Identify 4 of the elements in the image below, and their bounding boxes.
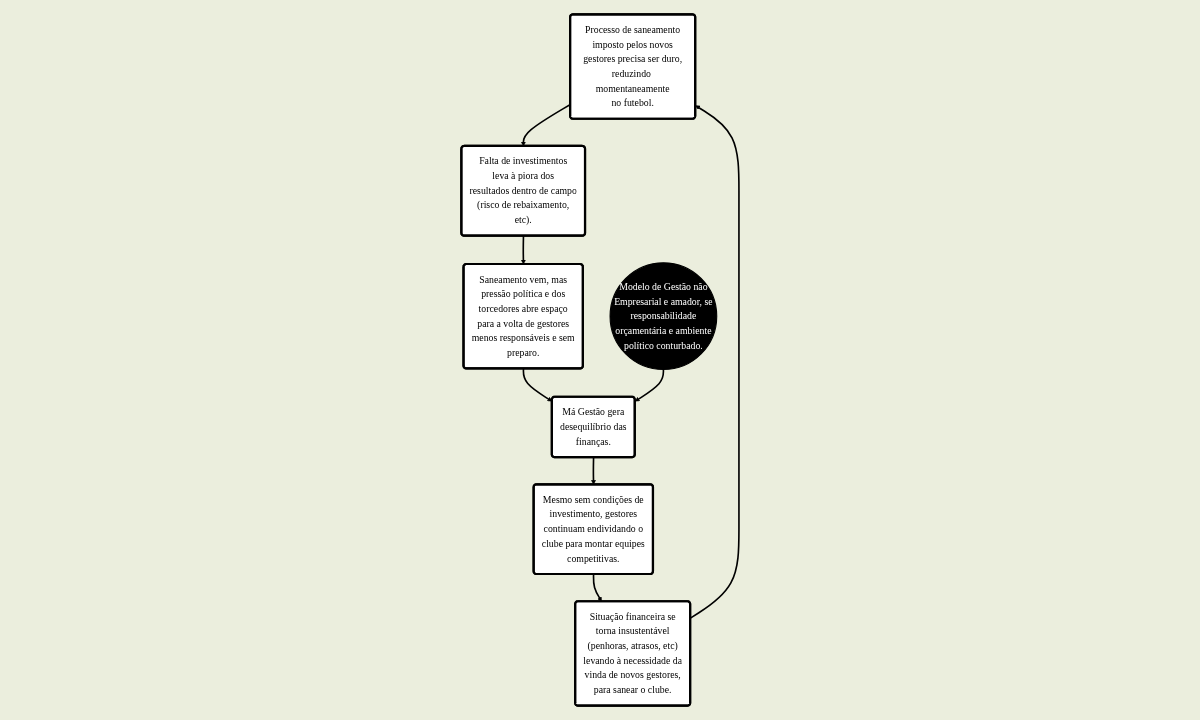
arrow bbox=[689, 105, 740, 619]
arrow bbox=[520, 235, 526, 265]
arrow bbox=[634, 368, 665, 402]
node-circle: Modelo de Gestão não Empresarial e amador, se responsabilidade orçamentária e ambiente político conturbado. bbox=[609, 262, 718, 371]
